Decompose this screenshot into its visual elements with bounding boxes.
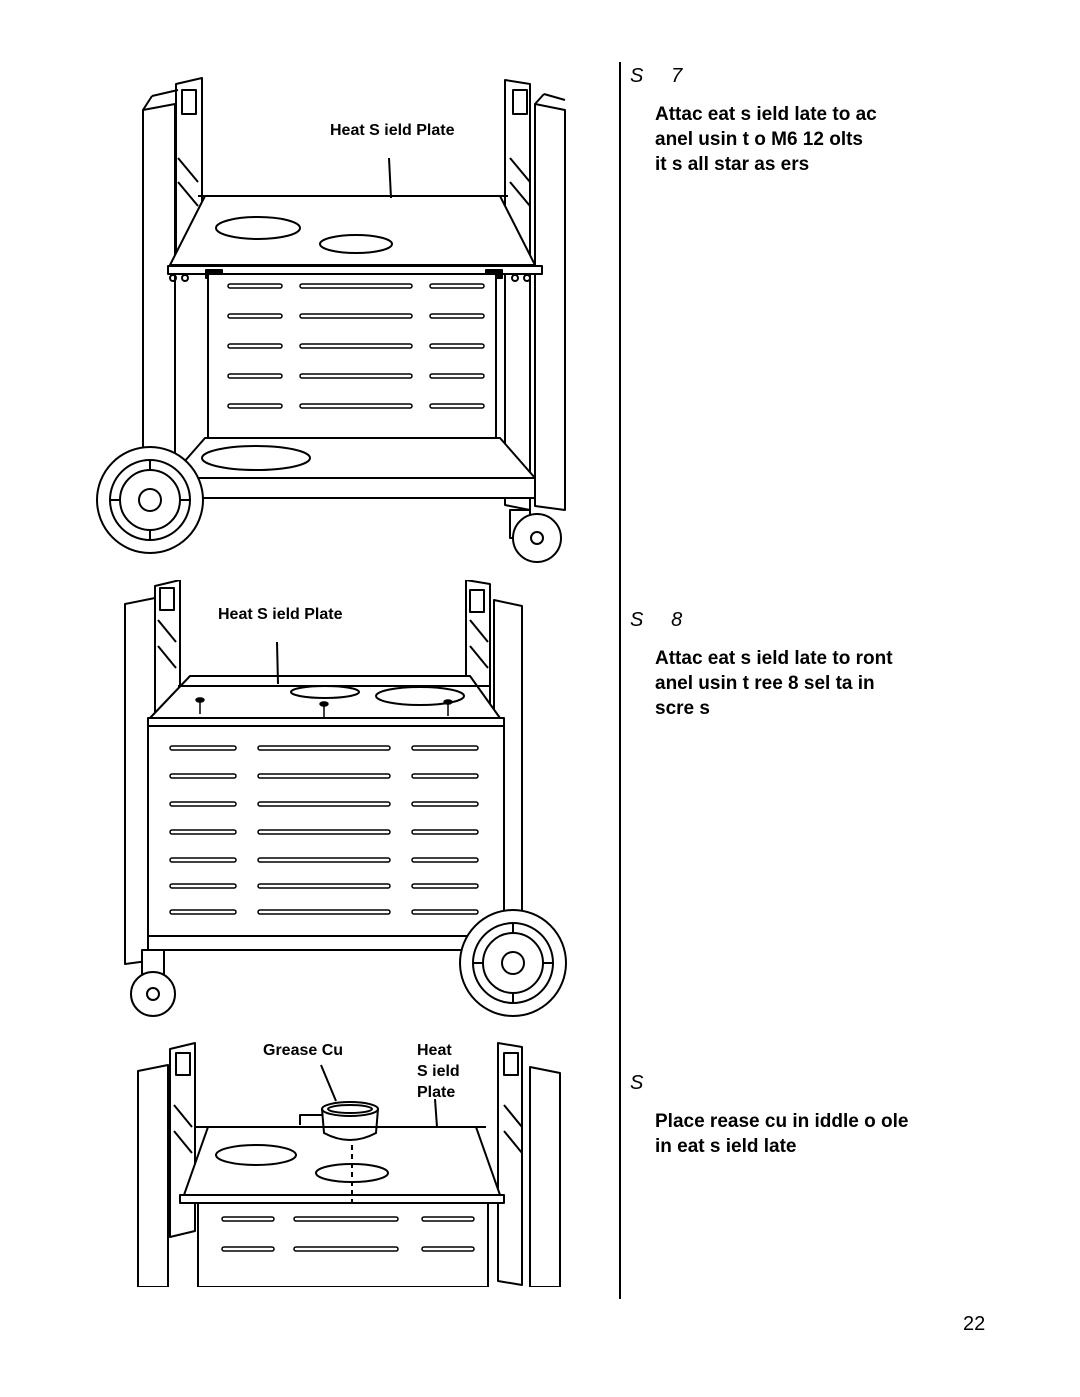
step-block: S Place rease cu in iddle o ole in eat s…	[630, 1071, 1050, 1159]
step-instruction: Attac eat s ield late to ac anel usin t …	[655, 104, 877, 175]
heat-shield-plate-label: Heat S ield Plate	[218, 606, 343, 623]
figure-back-panel: Heat S ield Plate	[90, 70, 590, 570]
step-block: S 7 Attac eat s ield late to ac anel usi…	[630, 64, 1050, 177]
page-number: 22	[963, 1313, 986, 1335]
step-title: S 8	[630, 609, 683, 631]
heat-shield-plate-label: Heat S ield Plate	[330, 122, 455, 139]
column-divider	[619, 62, 621, 1299]
step-block: S 8 Attac eat s ield late to ront anel u…	[630, 608, 1050, 721]
step-title: S 7	[630, 65, 683, 87]
heat-shield-plate-label: Heat S ield Plate	[417, 1042, 460, 1101]
figure-front-panel: Heat S ield Plate	[90, 580, 590, 1020]
step-instruction: Place rease cu in iddle o ole in eat s i…	[655, 1111, 909, 1157]
step-title: S	[630, 1072, 644, 1094]
grease-cup-label: Grease Cu	[263, 1042, 344, 1059]
figure-grease-cup: Grease Cu Heat S ield Plate	[90, 1035, 590, 1287]
step-instruction: Attac eat s ield late to ront anel usin …	[655, 648, 893, 719]
